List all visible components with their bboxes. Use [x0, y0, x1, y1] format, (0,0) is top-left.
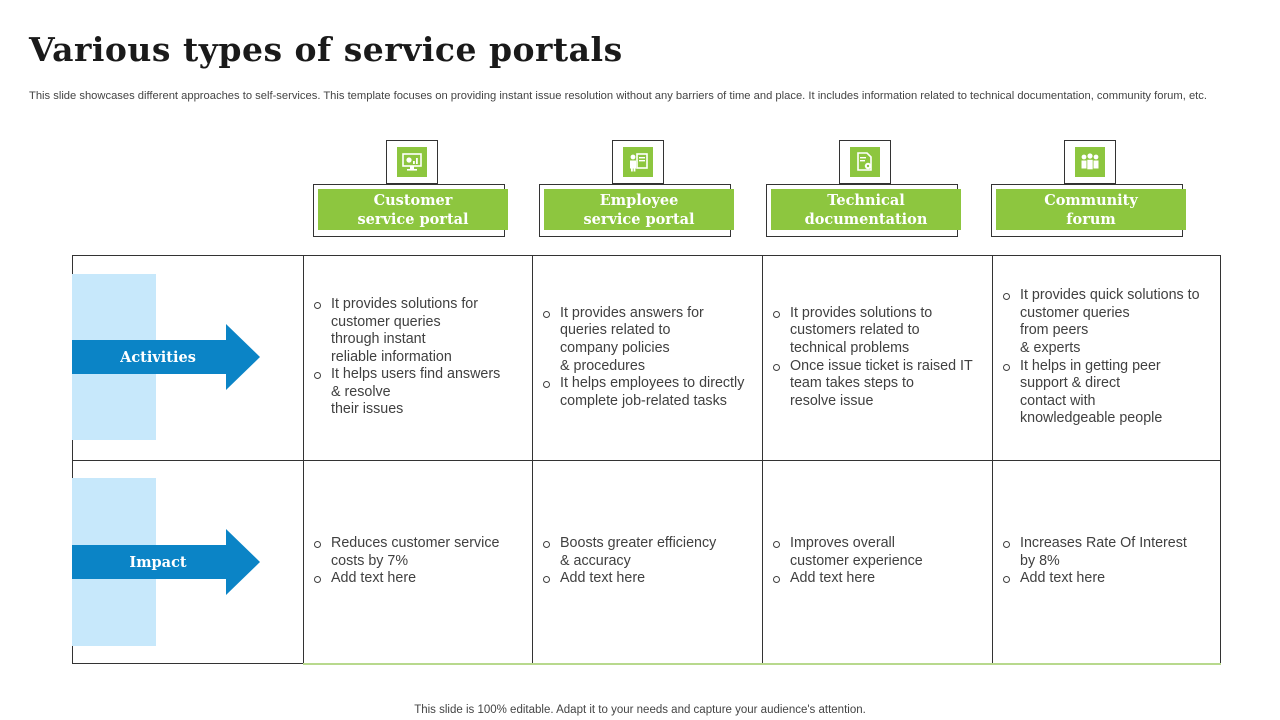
- column-header-community-forum: Community forum: [991, 140, 1186, 238]
- people-group-icon: [1075, 147, 1105, 177]
- row-label-text: Impact: [129, 553, 187, 571]
- column-label: Community forum: [996, 189, 1186, 230]
- list-item: It helps in getting peer support & direc…: [1002, 358, 1216, 428]
- column-label: Employee service portal: [544, 189, 734, 230]
- list-item: It helps users find answers & resolve th…: [313, 366, 527, 419]
- table-cell: It provides solutions for customer queri…: [313, 256, 527, 459]
- document-gear-icon: [850, 147, 880, 177]
- table-cell: Increases Rate Of Interest by 8% Add tex…: [1002, 460, 1216, 663]
- grid-divider: [303, 256, 304, 663]
- row-label-text: Activities: [120, 348, 196, 366]
- list-item: It provides solutions to customers relat…: [772, 305, 986, 358]
- page-subtitle: This slide showcases different approache…: [29, 90, 1207, 102]
- table-cell: It provides answers for queries related …: [542, 256, 756, 459]
- column-header-employee-service-portal: Employee service portal: [539, 140, 734, 238]
- grid-divider: [73, 460, 1220, 461]
- column-icon-frame: [386, 140, 438, 184]
- grid-divider: [992, 256, 993, 663]
- list-item: Increases Rate Of Interest by 8%: [1002, 535, 1216, 570]
- column-label-frame: Customer service portal: [313, 184, 508, 237]
- column-icon-frame: [612, 140, 664, 184]
- column-header-customer-service-portal: Customer service portal: [313, 140, 508, 238]
- column-icon-frame: [839, 140, 891, 184]
- row-label-activities: Activities: [72, 324, 260, 390]
- list-item: Improves overall customer experience: [772, 535, 986, 570]
- list-item: Add text here: [772, 570, 986, 588]
- column-header-technical-documentation: Technical documentation: [766, 140, 961, 238]
- column-label: Technical documentation: [771, 189, 961, 230]
- list-item: It provides solutions for customer queri…: [313, 296, 527, 366]
- table-cell: Improves overall customer experience Add…: [772, 460, 986, 663]
- column-label-frame: Employee service portal: [539, 184, 734, 237]
- list-item: Add text here: [542, 570, 756, 588]
- column-label-frame: Community forum: [991, 184, 1186, 237]
- table-cell: Reduces customer service costs by 7% Add…: [313, 460, 527, 663]
- row-label-impact: Impact: [72, 529, 260, 595]
- column-icon-frame: [1064, 140, 1116, 184]
- footer-note: This slide is 100% editable. Adapt it to…: [414, 704, 866, 716]
- list-item: Reduces customer service costs by 7%: [313, 535, 527, 570]
- list-item: It provides answers for queries related …: [542, 305, 756, 375]
- grid-divider: [532, 256, 533, 663]
- table-cell: Boosts greater efficiency & accuracy Add…: [542, 460, 756, 663]
- list-item: It helps employees to directly complete …: [542, 375, 756, 410]
- page-title: Various types of service portals: [29, 30, 623, 69]
- list-item: Once issue ticket is raised IT team take…: [772, 358, 986, 411]
- list-item: Add text here: [313, 570, 527, 588]
- list-item: Add text here: [1002, 570, 1216, 588]
- list-item: It provides quick solutions to customer …: [1002, 287, 1216, 357]
- column-label-frame: Technical documentation: [766, 184, 961, 237]
- column-label: Customer service portal: [318, 189, 508, 230]
- person-board-icon: [623, 147, 653, 177]
- table-cell: It provides solutions to customers relat…: [772, 256, 986, 459]
- table-cell: It provides quick solutions to customer …: [1002, 256, 1216, 459]
- monitor-chart-icon: [397, 147, 427, 177]
- list-item: Boosts greater efficiency & accuracy: [542, 535, 756, 570]
- grid-divider: [762, 256, 763, 663]
- table-bottom-accent: [303, 663, 1221, 665]
